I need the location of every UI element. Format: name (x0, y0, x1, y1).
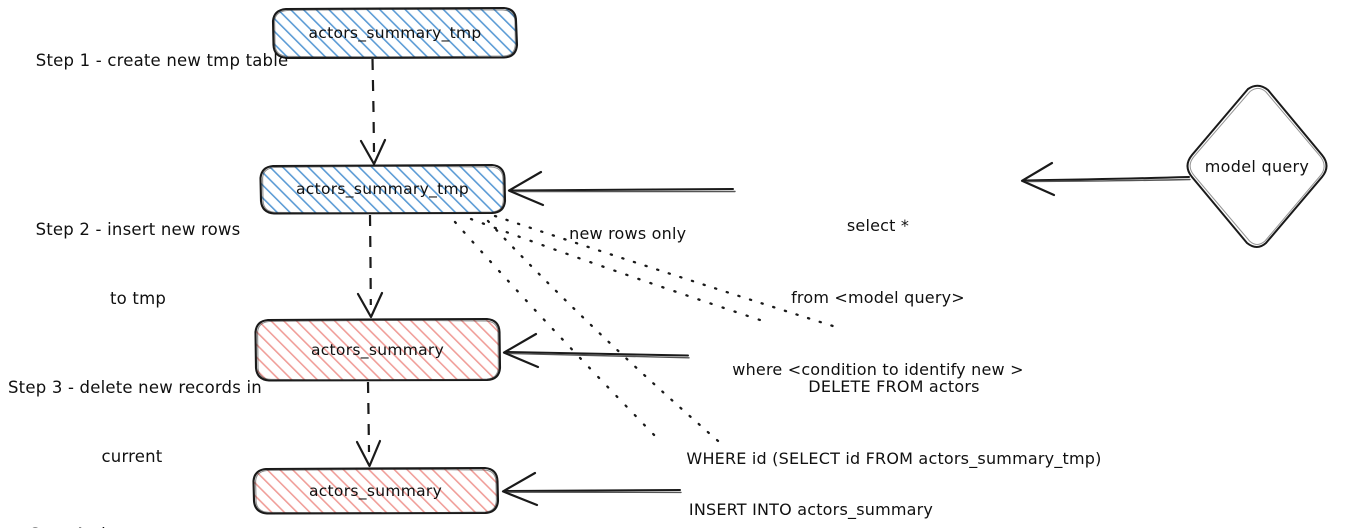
delete-sql-line-2: WHERE id (SELECT id FROM actors_summary_… (686, 449, 1102, 468)
arrow-delete-to-summary1 (502, 332, 690, 369)
edge-label-insert-sql: INSERT INTO actors_summary SELECT * FROM… (680, 450, 942, 528)
insert-sql-line-1: INSERT INTO actors_summary (688, 500, 934, 519)
node-summary1-label: actors_summary (310, 340, 445, 359)
node-tmp1-shape[interactable] (271, 6, 519, 60)
step-2-line-2: to tmp (109, 289, 167, 308)
step-3-line-2: current (101, 447, 163, 466)
node-tmp2[interactable]: actors_summary_tmp (260, 165, 505, 214)
connector-tmp2-to-summary1 (356, 214, 384, 319)
node-summary2[interactable]: actors_summary (253, 468, 498, 514)
node-summary2-shape[interactable] (252, 466, 500, 515)
edge-label-delete-sql: DELETE FROM actors WHERE id (SELECT id F… (686, 327, 1102, 519)
edge-label-model-query-sql: select * from <model query> where <condi… (728, 166, 1028, 430)
step-3-label: Step 3 - delete new records in current (8, 330, 262, 514)
dotted-link-tmp2-to-delete (469, 214, 838, 329)
model-query-sql-line-2: from <model query> (791, 288, 965, 307)
connector-tmp1-to-tmp2 (359, 58, 387, 166)
node-summary1-shape[interactable] (254, 317, 502, 382)
edge-label-new-rows-only: new rows only (548, 198, 686, 270)
step-4-line-1: Step 4 - insert new rows (8, 523, 256, 528)
step-3-line-1: Step 3 - delete new records in (8, 378, 262, 397)
new-rows-only-text: new rows only (569, 224, 687, 243)
connector-summary1-to-summary2 (355, 381, 382, 468)
node-tmp1[interactable]: actors_summary_tmp (273, 8, 517, 58)
dotted-link-tmp2-to-insert (453, 219, 727, 449)
node-modelquery-shape[interactable] (1186, 84, 1328, 248)
node-summary2-label: actors_summary (308, 481, 443, 500)
model-query-sql-line-1: select * (846, 216, 910, 235)
arrow-insert-to-summary2 (501, 471, 682, 507)
model-query-sql-line-3: where <condition to identify new > (732, 360, 1024, 379)
delete-sql-line-1: DELETE FROM actors (808, 377, 980, 396)
step-2-label: Step 2 - insert new rows to tmp (14, 172, 262, 356)
node-tmp1-label: actors_summary_tmp (308, 23, 482, 42)
arrow-new-rows-only (507, 170, 736, 207)
node-summary1[interactable]: actors_summary (255, 319, 500, 381)
node-tmp2-shape[interactable] (259, 163, 507, 215)
node-model-query-label: model query (1204, 156, 1310, 176)
node-tmp2-label: actors_summary_tmp (295, 180, 470, 198)
step-4-label: Step 4 - insert new rows into actors (8, 477, 256, 528)
step-1-label: Step 1 - create new tmp table (14, 26, 288, 95)
arrow-modelquery-to-sql (1020, 161, 1191, 197)
step-2-line-1: Step 2 - insert new rows (35, 220, 241, 239)
step-1-line-1: Step 1 - create new tmp table (35, 51, 289, 70)
node-model-query[interactable]: model query (1186, 140, 1328, 192)
